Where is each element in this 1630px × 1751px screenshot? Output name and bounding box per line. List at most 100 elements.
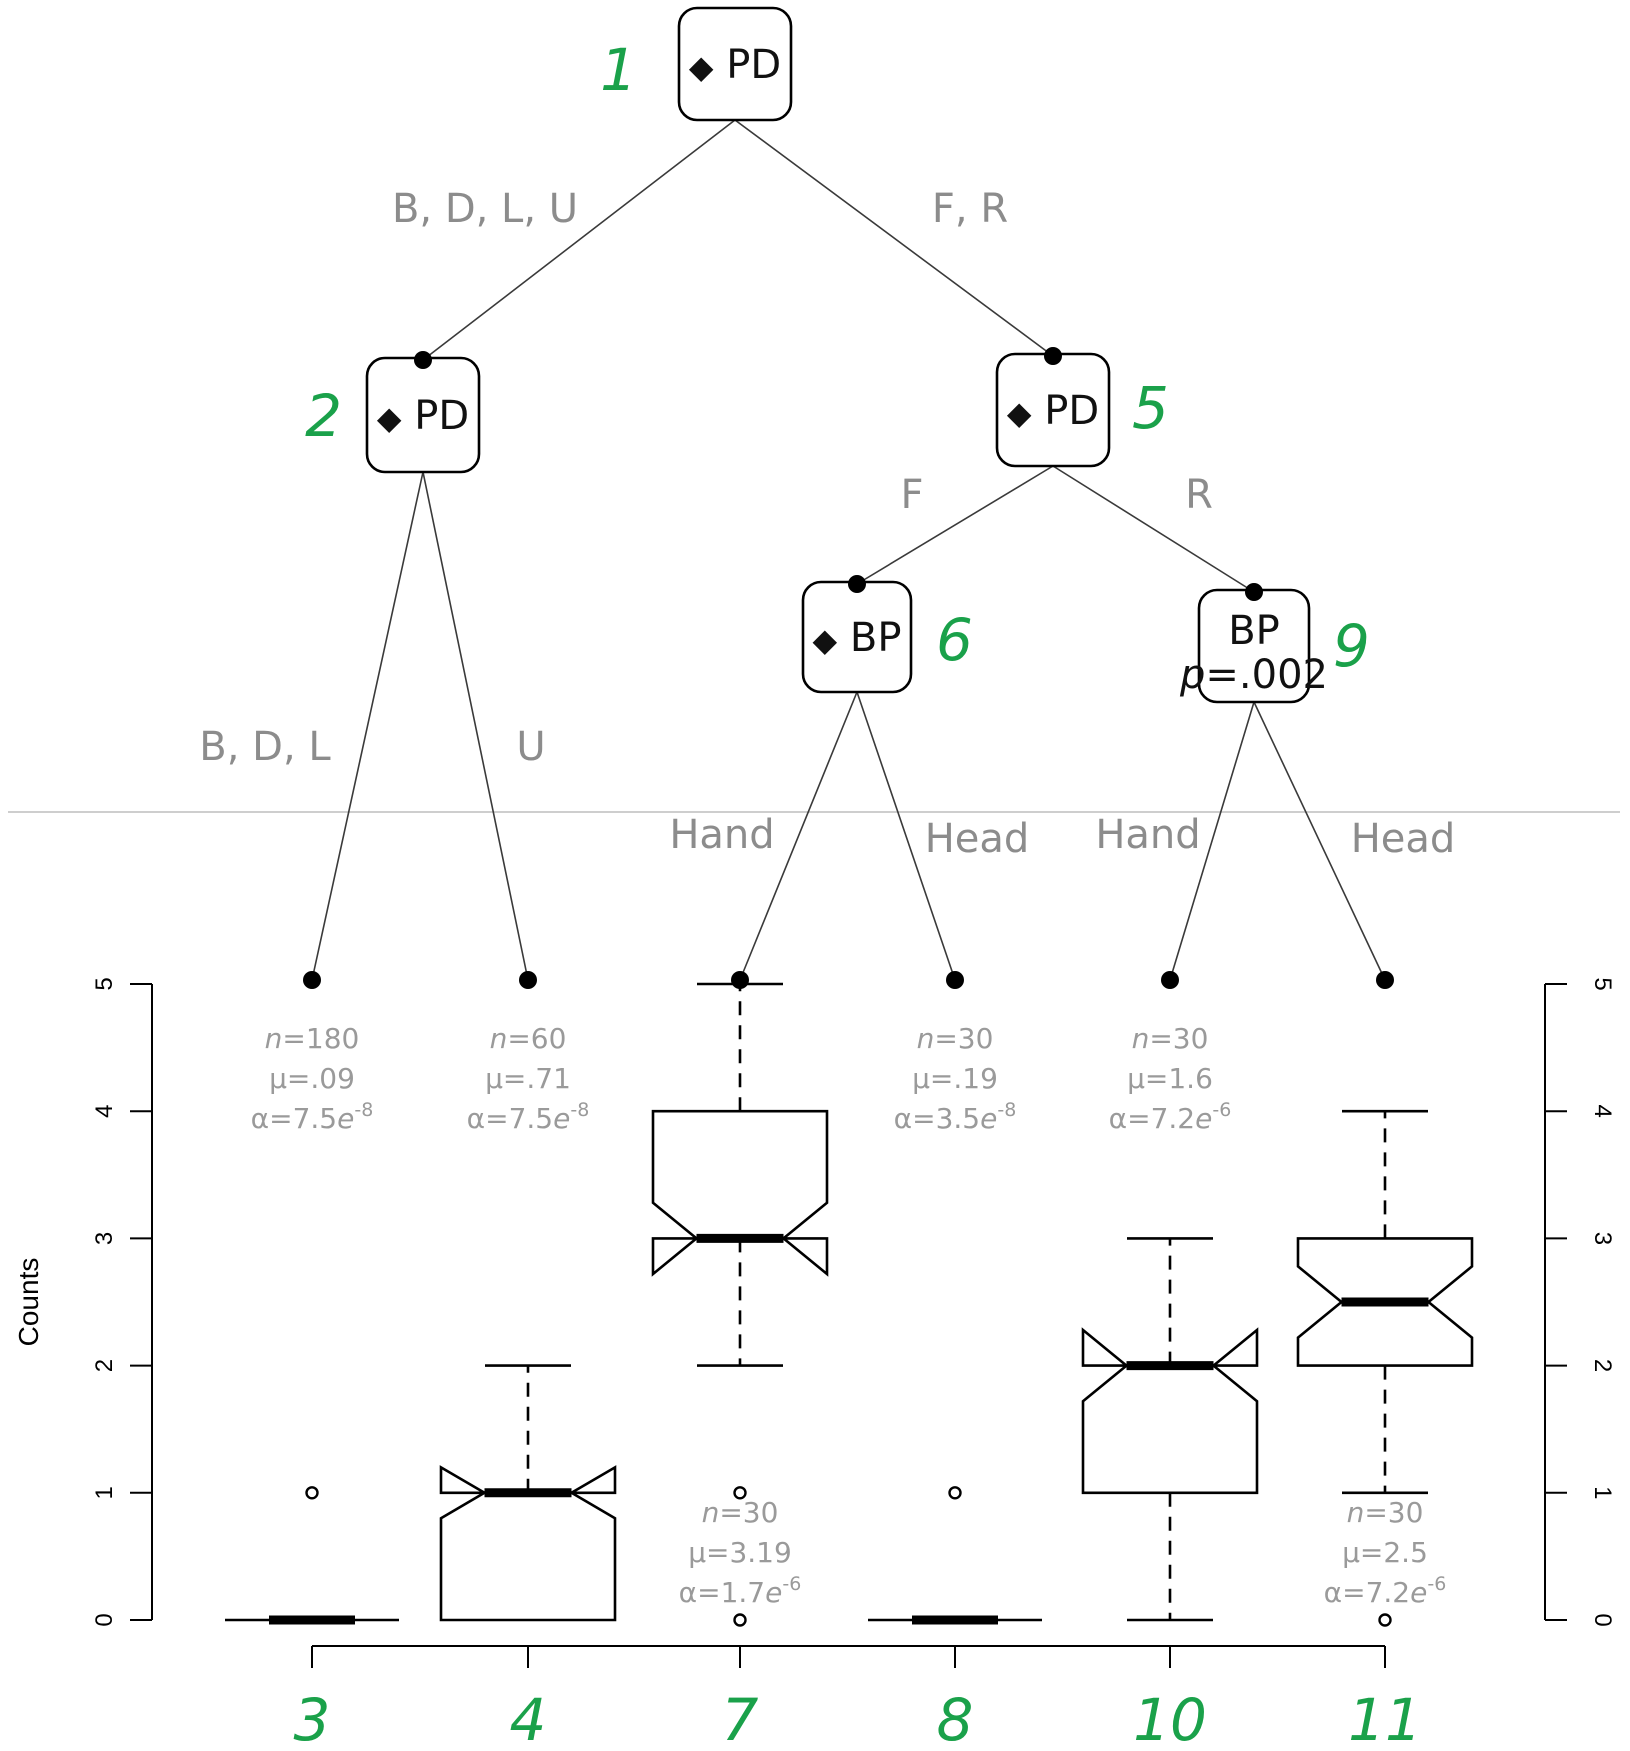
dot-8 [946,971,964,989]
y-tick-label-left-0: 0 [91,1613,118,1626]
node-p-value-9: p=.002 [1179,652,1328,698]
stat-n-7: n=30 [702,1496,779,1529]
boxplot-11 [1296,1109,1474,1627]
stat-alpha-11: α=7.2e-6 [1324,1573,1447,1609]
node-label-6: ◆ BP [813,615,902,661]
stat-mu-10: μ=1.6 [1127,1062,1213,1095]
stat-n-10: n=30 [1132,1022,1209,1055]
y-tick-label-right-2: 2 [1589,1359,1616,1372]
diamond-icon: ◆ [377,399,402,437]
node-id-9: 9 [1333,612,1370,680]
node-label-5: ◆ PD [1007,388,1099,434]
edge-label-1-5: F, R [932,186,1008,232]
edge-1-2 [422,119,736,361]
dot-9 [1245,583,1263,601]
node-id-1: 1 [600,36,637,104]
edge-label-1-2: B, D, L, U [392,186,578,232]
notched-box [1081,1327,1259,1495]
node-label-2: ◆ PD [377,393,469,439]
edge-label-5-6: F [900,472,923,518]
outlier-point [1378,1613,1392,1627]
y-tick-label-left-4: 4 [91,1105,118,1118]
stat-mu-4: μ=.71 [485,1062,571,1095]
y-tick-label-right-1: 1 [1589,1486,1616,1499]
stat-mu-8: μ=.19 [912,1062,998,1095]
notched-box [439,1465,617,1622]
edge-label-6-7: Hand [669,812,774,858]
stat-n-8: n=30 [917,1022,994,1055]
dot-5 [1044,347,1062,365]
boxplot-8 [868,1486,1042,1625]
dot-11 [1376,971,1394,989]
boxplot-4 [439,1364,617,1622]
y-tick-label-left-5: 5 [91,977,118,990]
leaf-statistics: n=180μ=.09α=7.5e-8n=60μ=.71α=7.5e-8n=30μ… [251,1022,1447,1609]
stat-alpha-10: α=7.2e-6 [1109,1099,1232,1135]
tree-node-2: ◆ PD 2 [305,356,481,474]
x-category-label-3: 3 [294,1686,331,1751]
node-label-9: BP [1228,608,1280,654]
edge-label-2-4: U [516,724,545,770]
node-id-2: 2 [305,382,342,450]
edge-9-11 [1253,701,1386,981]
edge-label-2-3: B, D, L [199,724,331,770]
x-axis-category-labels: 3 4 7 8 10 11 [294,1686,1422,1751]
node-id-5: 5 [1132,374,1169,442]
edge-5-9 [1052,465,1255,593]
node-id-6: 6 [936,606,973,674]
stat-n-11: n=30 [1347,1496,1424,1529]
dot-3 [303,971,321,989]
y-tick-label-right-5: 5 [1589,977,1616,990]
dot-10 [1161,971,1179,989]
stat-mu-3: μ=.09 [269,1062,355,1095]
diamond-icon: ◆ [1007,394,1032,432]
edge-9-10 [1169,701,1255,981]
stat-n-4: n=60 [490,1022,567,1055]
dot-6 [848,575,866,593]
x-category-label-10: 10 [1133,1686,1207,1751]
edge-1-5 [734,119,1054,357]
edge-6-7 [739,691,858,981]
edge-label-9-11: Head [1351,816,1456,862]
tree-node-6: ◆ BP 6 [801,580,973,694]
x-category-label-7: 7 [722,1686,759,1751]
stat-mu-11: μ=2.5 [1342,1536,1428,1569]
y-tick-label-left-1: 1 [91,1486,118,1499]
outlier-point [733,1613,747,1627]
notched-box [651,1109,829,1277]
edge-2-4 [422,471,529,981]
connection-dots [303,347,1394,989]
x-category-label-4: 4 [510,1686,547,1751]
y-axis-label: Counts [13,1258,44,1347]
tree-edges [311,119,1386,981]
outlier-point [733,1486,747,1500]
boxplot-3 [225,1486,399,1625]
y-tick-label-left-2: 2 [91,1359,118,1372]
tree-node-1: ◆ PD 1 [600,6,793,122]
tree-node-5: ◆ PD 5 [995,352,1169,468]
y-tick-label-left-3: 3 [91,1232,118,1245]
x-category-label-8: 8 [937,1686,974,1751]
edge-6-8 [856,691,956,981]
y-tick-label-right-3: 3 [1589,1232,1616,1245]
boxplot-10 [1081,1237,1259,1622]
y-tick-label-right-0: 0 [1589,1613,1616,1626]
dot-7 [731,971,749,989]
boxplot-7 [651,982,829,1627]
outlier-point [948,1486,962,1500]
stat-mu-7: μ=3.19 [688,1536,792,1569]
diamond-icon: ◆ [689,48,714,86]
stat-alpha-3: α=7.5e-8 [251,1099,374,1135]
edge-label-9-10: Hand [1095,812,1200,858]
x-category-label-11: 11 [1348,1686,1422,1751]
edge-5-6 [856,465,1054,585]
edge-label-5-9: R [1185,472,1213,518]
edge-label-6-8: Head [925,816,1030,862]
node-label-1: ◆ PD [689,42,781,88]
dot-2 [414,351,432,369]
stat-alpha-8: α=3.5e-8 [894,1099,1017,1135]
